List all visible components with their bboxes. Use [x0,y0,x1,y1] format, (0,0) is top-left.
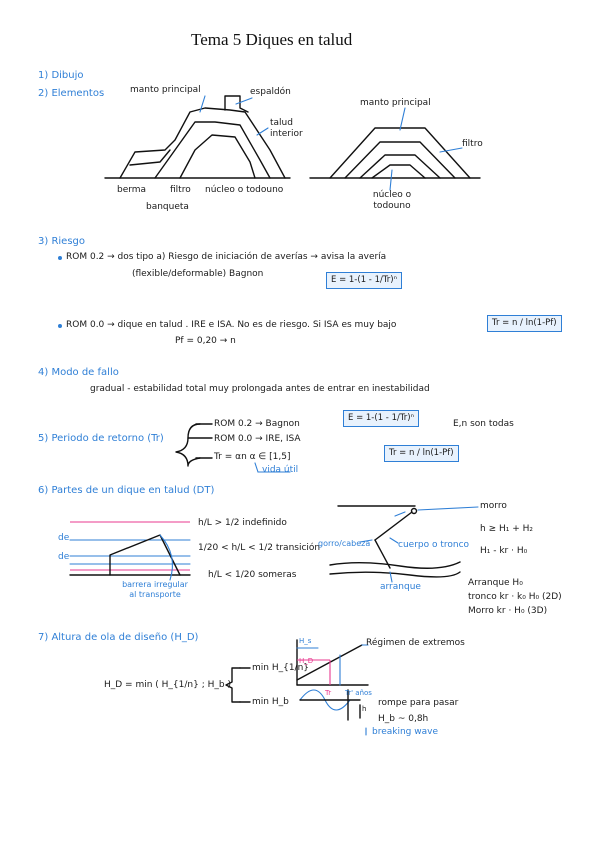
rom02-sub: (flexible/deformable) Bagnon [132,269,264,279]
axis-hd: H_D [299,657,314,665]
rom02-line: ROM 0.2 → dos tipo a) Riesgo de iniciaci… [66,252,387,262]
axis-tr-prime: Tr' años [345,689,372,697]
rule-transicion: 1/20 < h/L < 1/2 transición [198,543,321,553]
label-hb: H_b ~ 0,8h [378,714,429,724]
label-manto-principal: manto principal [130,85,201,95]
label-nucleo: núcleo o todouno [205,185,284,195]
label-regimen: Régimen de extremos [366,638,465,648]
bullet [58,256,62,260]
axis-h: h [362,705,367,713]
formula-return-period-2: Tr = n / ln(1-Pf) [384,445,459,462]
brace [175,423,201,467]
label-nucleo-2: núcleo o todouno [372,190,412,211]
formula-bagnon: E = 1-(1 - 1/Tr)ⁿ [326,272,402,289]
vida-util-note: vida útil [262,465,299,475]
condition-1: h ≥ H₁ + H₂ [480,524,533,534]
label-filtro: filtro [170,185,191,195]
design-height-formula: H_D = min ( H_{1/n} ; H_b ) [104,680,231,690]
label-breaking-wave: breaking wave [372,727,438,737]
heading-partes-dique: 6) Partes de un dique en talud (DT) [38,485,215,496]
failure-mode-text: gradual - estabilidad total muy prolonga… [90,384,430,394]
leader-lines [199,95,463,191]
pf-value: Pf = 0,20 → n [175,336,236,346]
axis-hs: H_s [299,637,312,645]
branch-rom02: ROM 0.2 → Bagnon [214,419,300,429]
label-arranque: arranque [380,582,421,592]
heading-altura-ola: 7) Altura de ola de diseño (H_D) [38,632,199,643]
branch-rom00: ROM 0.0 → IRE, ISA [214,434,301,444]
tronco-formula: tronco kr · k₀ H₀ (2D) [468,592,562,602]
dike-cross-section-2 [309,127,481,179]
wave-depth-sketch [69,521,191,581]
formula-bagnon-2: E = 1-(1 - 1/Tr)ⁿ [343,410,419,427]
label-de-1: de [58,533,70,543]
heading-dibujo: 1) Dibujo [38,70,84,81]
branch-min-h1n: min H_{1/n} [252,663,310,673]
heading-elementos: 2) Elementos [38,88,105,99]
heading-riesgo: 3) Riesgo [38,236,85,247]
condition-2: H₁ - kr · H₀ [480,546,528,556]
label-filtro-2: filtro [462,139,483,149]
morro-formula: Morro kr · H₀ (3D) [468,606,548,616]
rule-someras: h/L < 1/20 someras [208,570,297,580]
dike-plan-sketch [329,505,479,583]
rule-indefinido: h/L > 1/2 indefinido [198,518,287,528]
rom00-line: ROM 0.0 → dique en talud . IRE e ISA. No… [66,320,397,330]
dike-cross-section-1 [104,95,291,179]
branch-note: E,n son todas [453,419,514,429]
label-manto-principal-2: manto principal [360,98,431,108]
formula-return-period: Tr = n / ln(1-Pf) [487,315,562,332]
branch-min-hb: min H_b [252,697,289,707]
label-gorro: gorro/cabeza [318,539,371,548]
wave-sketch [299,689,367,736]
arranque-formula: Arranque H₀ [468,578,523,588]
page-title: Tema 5 Diques en talud [191,30,353,49]
label-banqueta: banqueta [146,202,189,212]
label-barrera: barrera irregular al transporte [122,580,188,599]
label-de-2: de [58,552,70,562]
label-berma: berma [117,185,147,195]
label-rompe: rompe para pasar [378,698,459,708]
branch-alpha: Tr = αn α ∈ [1,5] [214,452,291,462]
extremes-graph [296,639,369,686]
heading-periodo-retorno: 5) Periodo de retorno (Tr) [38,433,164,444]
axis-tr: Tr [325,689,332,697]
label-espaldon: espaldón [250,87,291,97]
label-cuerpo: cuerpo o tronco [398,540,470,550]
heading-modo-fallo: 4) Modo de fallo [38,367,119,378]
label-talud-interior: talud interior [270,118,303,139]
bullet [58,324,62,328]
label-morro: morro [480,501,507,511]
